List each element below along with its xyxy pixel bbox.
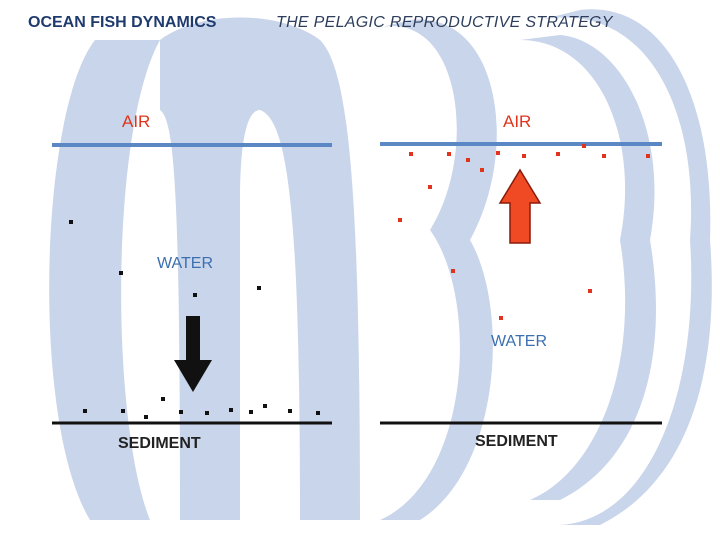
right-particle — [602, 154, 606, 158]
left-particle — [119, 271, 123, 275]
left-sediment-label: SEDIMENT — [118, 435, 201, 452]
left-particle — [179, 410, 183, 414]
left-particle — [83, 409, 87, 413]
right-particle — [522, 154, 526, 158]
right-water-label: WATER — [491, 333, 547, 350]
right-particles — [398, 144, 650, 320]
right-particle — [588, 289, 592, 293]
right-particle — [447, 152, 451, 156]
right-particle — [582, 144, 586, 148]
left-particle — [257, 286, 261, 290]
left-particle — [161, 397, 165, 401]
right-particle — [556, 152, 560, 156]
right-sediment-label: SEDIMENT — [475, 433, 558, 450]
left-particle — [263, 404, 267, 408]
up-arrow — [498, 168, 542, 244]
right-particle — [496, 151, 500, 155]
right-air-label: AIR — [503, 112, 532, 131]
right-particle — [499, 316, 503, 320]
left-water-label: WATER — [157, 255, 213, 272]
header-right-title: THE PELAGIC REPRODUCTIVE STRATEGY — [276, 14, 613, 31]
right-particle — [466, 158, 470, 162]
right-particle — [428, 185, 432, 189]
left-particle — [121, 409, 125, 413]
right-particle — [398, 218, 402, 222]
left-particle — [229, 408, 233, 412]
left-particle — [249, 410, 253, 414]
left-particle — [288, 409, 292, 413]
right-particle — [646, 154, 650, 158]
left-particle — [205, 411, 209, 415]
right-particle — [409, 152, 413, 156]
right-particle — [480, 168, 484, 172]
left-particle — [193, 293, 197, 297]
left-particle — [316, 411, 320, 415]
watermark-right-inner — [520, 35, 656, 500]
left-air-label: AIR — [122, 112, 151, 131]
right-particle — [451, 269, 455, 273]
left-particles — [69, 220, 320, 419]
down-arrow — [174, 316, 212, 392]
watermark-c-shape — [49, 40, 160, 520]
left-particle — [144, 415, 148, 419]
header-left-title: OCEAN FISH DYNAMICS — [28, 14, 217, 31]
left-particle — [69, 220, 73, 224]
